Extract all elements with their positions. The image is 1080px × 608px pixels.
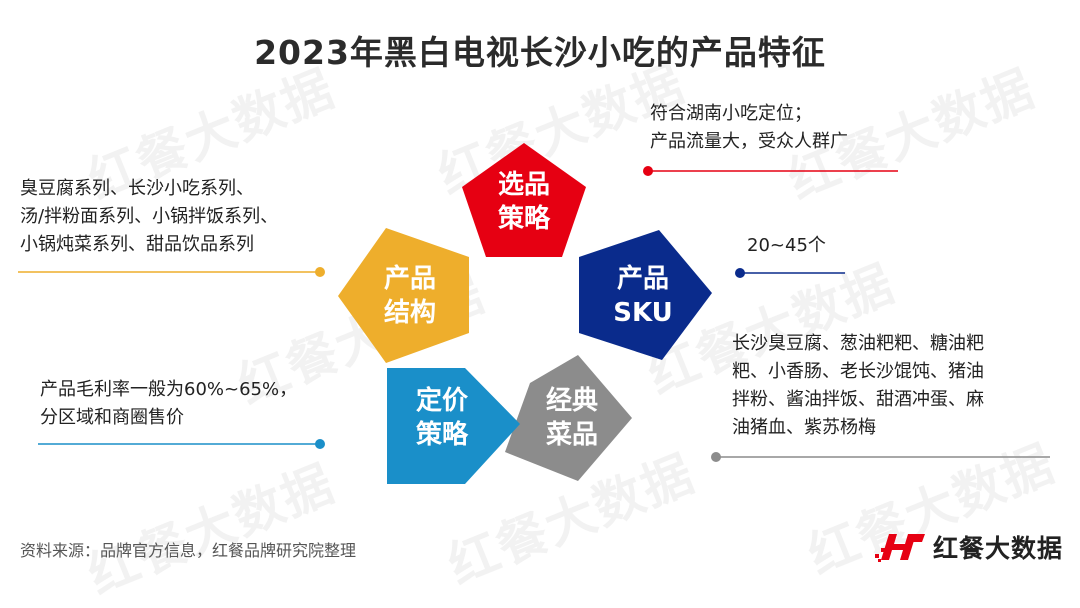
note-selection-strategy: 符合湖南小吃定位； 产品流量大，受众人群广 [650, 100, 848, 156]
label-line: 菜品 [545, 420, 598, 450]
pentagon-diagram [18, 143, 1050, 484]
note-line: 汤/拌粉面系列、小锅拌饭系列、 [20, 206, 279, 227]
page-title: 2023年黑白电视长沙小吃的产品特征 [254, 33, 826, 72]
label-pricing-strategy: 定价 策略 [382, 384, 502, 452]
label-classic-dishes: 经典 菜品 [512, 384, 632, 452]
note-line: 臭豆腐系列、长沙小吃系列、 [20, 178, 254, 199]
connector-dot [711, 452, 721, 462]
shape-product-structure [338, 228, 469, 363]
note-line: 分区域和商圈售价 [40, 407, 184, 428]
note-line: 20~45个 [747, 235, 826, 256]
label-line: 策略 [415, 420, 468, 450]
note-line: 符合湖南小吃定位； [650, 103, 812, 124]
note-line: 长沙臭豆腐、葱油粑粑、糖油粑 [732, 333, 984, 354]
note-product-sku: 20~45个 [747, 232, 826, 260]
label-line: 策略 [497, 204, 550, 234]
note-line: 小锅炖菜系列、甜品饮品系列 [20, 234, 254, 255]
note-line: 产品流量大，受众人群广 [650, 131, 848, 152]
note-line: 产品毛利率一般为60%~65%， [40, 379, 298, 400]
note-product-structure: 臭豆腐系列、长沙小吃系列、 汤/拌粉面系列、小锅拌饭系列、 小锅炖菜系列、甜品饮… [20, 175, 278, 259]
note-line: 油猪血、紫苏杨梅 [732, 417, 876, 438]
hc-logo-icon [875, 534, 925, 562]
label-line: 产品 [383, 264, 436, 294]
label-product-sku: 产品 SKU [583, 262, 703, 330]
connector-dot [315, 439, 325, 449]
label-line: 定价 [415, 386, 468, 416]
label-line: 经典 [545, 386, 598, 416]
shape-product-sku [579, 230, 712, 360]
label-product-structure: 产品 结构 [350, 262, 470, 330]
brand-name: 红餐大数据 [933, 534, 1064, 563]
label-line: 产品 [616, 264, 669, 294]
note-pricing-strategy: 产品毛利率一般为60%~65%， 分区域和商圈售价 [40, 376, 297, 432]
shape-selection-strategy [462, 143, 586, 257]
shape-classic-dishes [505, 355, 632, 481]
source-note: 资料来源：品牌官方信息，红餐品牌研究院整理 [20, 541, 357, 560]
connector-dot [643, 166, 653, 176]
label-line: SKU [613, 298, 673, 328]
note-line: 拌粉、酱油拌饭、甜酒冲蛋、麻 [732, 389, 984, 410]
note-classic-dishes: 长沙臭豆腐、葱油粑粑、糖油粑 粑、小香肠、老长沙馄饨、猪油 拌粉、酱油拌饭、甜酒… [732, 330, 984, 442]
connector-dot [315, 267, 325, 277]
label-line: 选品 [497, 170, 550, 200]
label-line: 结构 [383, 298, 436, 328]
brand-logo: 红餐大数据 [875, 525, 1063, 569]
connector-dot [735, 268, 745, 278]
shape-pricing-strategy [387, 368, 520, 484]
label-selection-strategy: 选品 策略 [464, 168, 584, 236]
note-line: 粑、小香肠、老长沙馄饨、猪油 [732, 361, 984, 382]
